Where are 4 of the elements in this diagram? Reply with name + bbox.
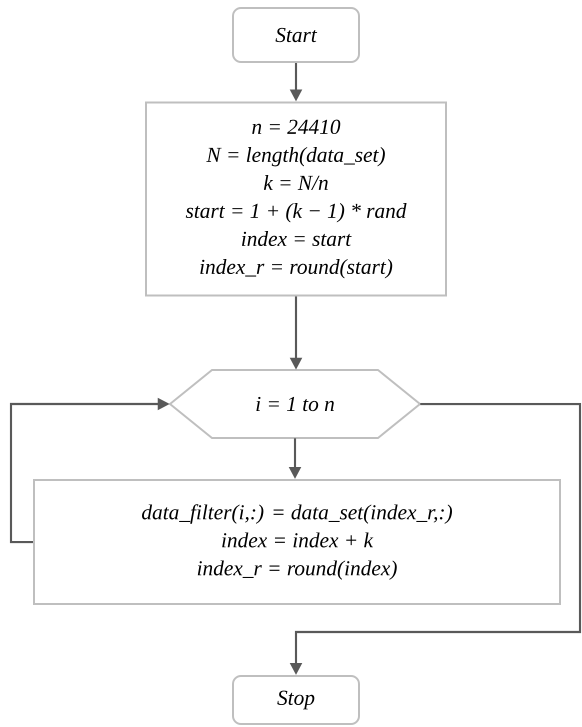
process-box: data_filter(i,:) = data_set(index_r,:) index = index + k index_r = round(index) — [33, 479, 561, 605]
terminal-box: Start — [232, 7, 360, 63]
process-box: n = 24410 N = length(data_set) k = N/n start = 1 + (k − 1) * rand index = start index_r = round(start) — [145, 102, 447, 296]
terminal-box: Stop — [232, 675, 360, 725]
